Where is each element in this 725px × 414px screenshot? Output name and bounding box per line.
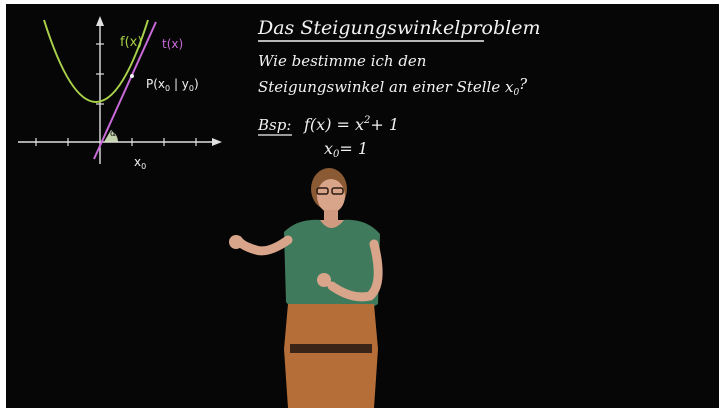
y-ticks bbox=[96, 43, 104, 105]
example-function: f(x) = x2+ 1 bbox=[303, 115, 399, 134]
tangent-line bbox=[93, 21, 157, 160]
f-label: f(x) bbox=[120, 35, 142, 50]
board-title: Das Steigungswinkelproblem bbox=[257, 17, 540, 39]
y-axis-arrow bbox=[96, 16, 104, 26]
presenter bbox=[229, 168, 383, 408]
board-text: Das Steigungswinkelproblem Wie bestimme … bbox=[257, 17, 540, 160]
x0-value: x0= 1 bbox=[324, 139, 368, 160]
x-axis-arrow bbox=[212, 138, 222, 146]
angle-wedge bbox=[104, 130, 118, 142]
x0-axis-label: x0 bbox=[134, 155, 146, 171]
example-label: Bsp: bbox=[257, 116, 291, 134]
angle-label: α bbox=[110, 129, 116, 139]
x-ticks bbox=[35, 138, 197, 146]
point-label: P(x0 | y0) bbox=[146, 77, 199, 93]
parabola-curve bbox=[43, 19, 149, 103]
blackboard: α f(x) t(x) P(x0 | y0) x0 Das Steigungsw… bbox=[18, 16, 540, 408]
question-line-1: Wie bestimme ich den bbox=[258, 52, 426, 70]
touch-point bbox=[130, 74, 134, 78]
coordinate-system: α f(x) t(x) P(x0 | y0) x0 bbox=[18, 16, 222, 171]
t-label: t(x) bbox=[162, 37, 183, 51]
video-frame: α f(x) t(x) P(x0 | y0) x0 Das Steigungsw… bbox=[6, 4, 719, 408]
question-line-2: Steigungswinkel an einer Stelle x0? bbox=[258, 75, 528, 98]
